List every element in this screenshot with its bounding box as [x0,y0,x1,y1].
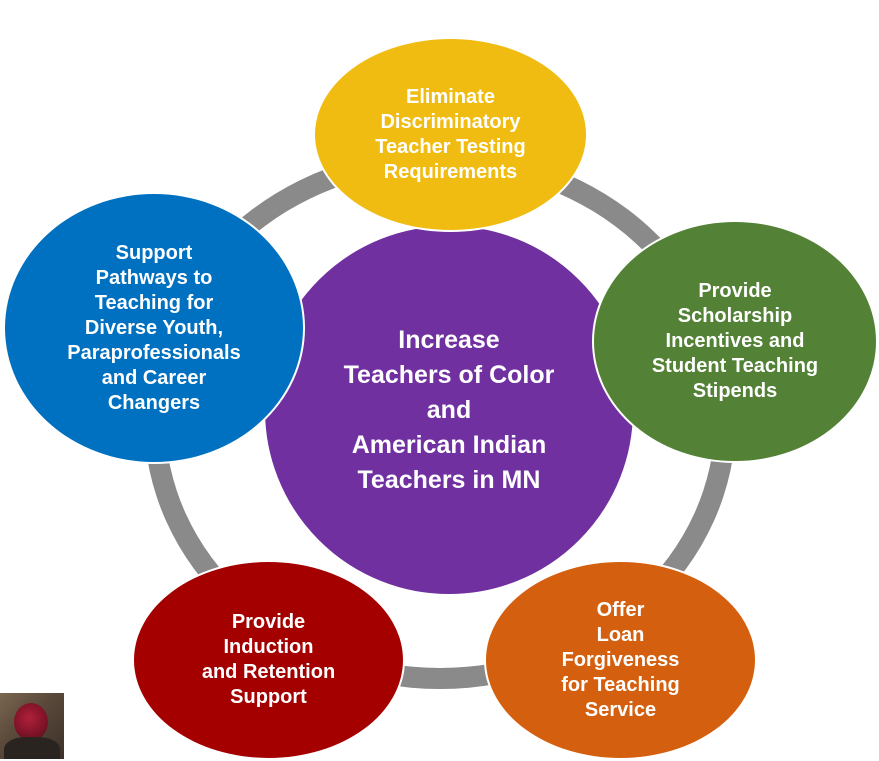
node-label: Provide Scholarship Incentives and Stude… [651,280,819,402]
node-label: Offer Loan Forgiveness for Teaching Serv… [561,598,680,721]
node-label: Provide Induction and Retention Support [201,611,336,708]
node-induction-retention: Provide Induction and Retention Support [132,560,405,760]
node-scholarship-incentives: Provide Scholarship Incentives and Stude… [592,220,878,463]
person-head-shape [14,703,48,741]
node-loan-forgiveness: Offer Loan Forgiveness for Teaching Serv… [484,560,757,760]
node-label: Eliminate Discriminatory Teacher Testing… [375,85,526,183]
center-circle: Increase Teachers of Color and American … [262,223,636,597]
person-shoulder-shape [4,737,60,759]
presenter-thumbnail [0,693,64,759]
node-label: Support Pathways to Teaching for Diverse… [67,241,241,414]
center-label: Increase Teachers of Color and American … [343,325,555,494]
node-eliminate-testing: Eliminate Discriminatory Teacher Testing… [313,37,588,232]
node-support-pathways: Support Pathways to Teaching for Diverse… [3,192,305,464]
